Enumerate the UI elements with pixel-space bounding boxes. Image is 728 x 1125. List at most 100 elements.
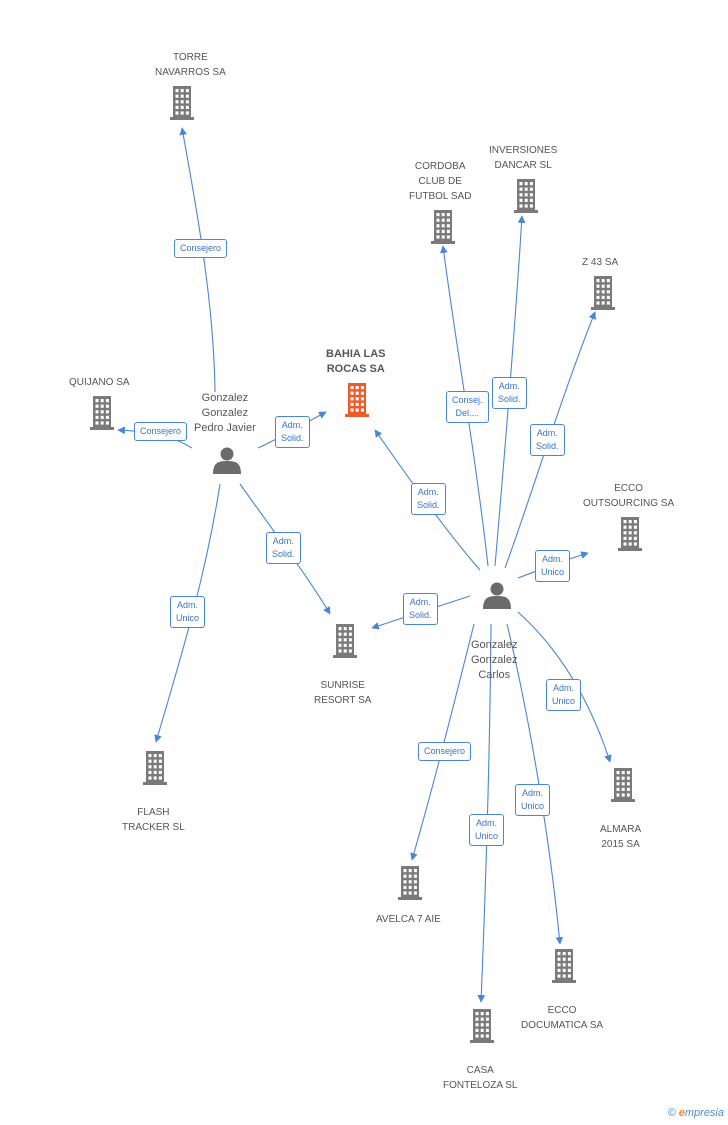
node-label-carlos-line: Carlos xyxy=(478,669,511,681)
building-icon-cordoba[interactable] xyxy=(431,210,455,244)
edge-label-line: Solid. xyxy=(498,394,521,404)
edge-label-pedro-bahia[interactable]: Adm. Solid. xyxy=(275,416,310,448)
person-icon-pedro[interactable] xyxy=(213,447,241,475)
building-icon-ecco_doc[interactable] xyxy=(552,949,576,983)
node-label-dancar-line: INVERSIONES xyxy=(489,145,558,156)
edge-label-pedro-quijano[interactable]: Consejero xyxy=(134,422,188,441)
edge-label-line: Consejero xyxy=(140,426,182,436)
edge-label-line: Adm. xyxy=(553,683,575,693)
node-label-ecco_doc: ECCO DOCUMATICA SA xyxy=(521,1003,603,1033)
edge-label-line: Adm. xyxy=(542,554,564,564)
edge-label-carlos-casa[interactable]: Adm. Unico xyxy=(469,814,505,846)
edge-label-line: Adm. xyxy=(281,420,303,430)
building-icon-almara[interactable] xyxy=(611,768,635,802)
brand-name: mpresia xyxy=(684,1107,724,1119)
building-icon-torre[interactable] xyxy=(170,86,194,120)
brand-initial: e xyxy=(678,1107,685,1119)
edge-label-line: Adm. xyxy=(177,600,199,610)
node-label-sunrise-line: RESORT SA xyxy=(314,695,372,706)
edge-label-line: Del.... xyxy=(455,408,480,418)
node-label-avelca: AVELCA 7 AIE xyxy=(376,912,441,927)
building-icon-avelca[interactable] xyxy=(398,866,422,900)
edge-label-carlos-ecco_out[interactable]: Adm. Unico xyxy=(535,550,571,582)
node-label-carlos-line: Gonzalez xyxy=(471,639,518,651)
node-label-carlos-line: Gonzalez xyxy=(471,654,518,666)
node-label-cordoba-line: CLUB DE xyxy=(418,176,462,187)
edge-label-line: Unico xyxy=(521,801,545,811)
building-icon-z43[interactable] xyxy=(591,276,615,310)
building-icon-dancar[interactable] xyxy=(514,179,538,213)
node-label-pedro-line: Gonzalez xyxy=(201,392,249,404)
edge-label-line: Adm. xyxy=(536,428,558,438)
building-icon-sunrise[interactable] xyxy=(333,624,357,658)
node-label-flash-line: TRACKER SL xyxy=(122,822,185,833)
node-label-bahia-line: BAHIA LAS xyxy=(326,348,386,360)
edge-label-carlos-z43[interactable]: Adm. Solid. xyxy=(530,424,565,456)
node-label-ecco_doc-line: ECCO xyxy=(547,1005,577,1016)
edge-label-line: Adm. xyxy=(409,597,431,607)
node-label-casa-line: CASA xyxy=(466,1065,494,1076)
node-label-ecco_doc-line: DOCUMATICA SA xyxy=(521,1020,604,1031)
building-icon-quijano[interactable] xyxy=(90,396,114,430)
edge-label-line: Solid. xyxy=(536,441,559,451)
node-label-almara-line: 2015 SA xyxy=(601,839,640,850)
edge-carlos-ecco_doc xyxy=(506,623,564,945)
copyright-symbol: © xyxy=(667,1107,676,1119)
edge-label-pedro-sunrise[interactable]: Adm. Solid. xyxy=(266,532,301,564)
building-icon-casa[interactable] xyxy=(470,1009,494,1043)
edge-label-line: Solid. xyxy=(281,433,304,443)
edge-label-carlos-sunrise[interactable]: Adm. Solid. xyxy=(403,593,438,625)
node-label-flash: FLASH TRACKER SL xyxy=(122,805,185,835)
edge-label-line: Unico xyxy=(541,567,565,577)
node-label-casa: CASA FONTELOZA SL xyxy=(443,1063,517,1093)
node-label-flash-line: FLASH xyxy=(137,807,170,818)
building-icon-ecco_out[interactable] xyxy=(618,517,642,551)
building-icon-bahia[interactable] xyxy=(345,383,369,417)
edge-label-line: Adm. xyxy=(417,487,439,497)
edge-label-line: Adm. xyxy=(272,536,294,546)
edge-label-carlos-avelca[interactable]: Consejero xyxy=(418,742,472,761)
edge-label-line: Consejero xyxy=(180,243,222,253)
edge-label-carlos-bahia[interactable]: Adm.Solid. xyxy=(411,483,446,515)
node-label-ecco_out-line: ECCO xyxy=(614,483,644,494)
edge-label-line: Solid. xyxy=(272,549,295,559)
edge-carlos-avelca xyxy=(410,623,475,861)
edge-label-carlos-dancar[interactable]: Adm. Solid. xyxy=(492,377,527,409)
edge-pedro-torre xyxy=(179,127,216,393)
edge-label-pedro-flash[interactable]: Adm.Unico xyxy=(170,596,206,628)
edge-label-line: Consej. xyxy=(452,395,483,405)
edge-label-line: Adm. xyxy=(476,818,498,828)
edge-label-line: Unico xyxy=(552,696,576,706)
edge-label-carlos-cordoba[interactable]: Consej. Del.... xyxy=(446,391,489,423)
edge-label-line: Unico xyxy=(475,831,499,841)
node-label-sunrise-line: SUNRISE xyxy=(320,680,365,691)
edge-label-carlos-ecco_doc[interactable]: Adm.Unico xyxy=(515,784,551,816)
edge-label-line: Adm. xyxy=(498,381,520,391)
node-label-avelca-line: AVELCA 7 AIE xyxy=(376,914,441,925)
edge-label-pedro-torre[interactable]: Consejero xyxy=(174,239,228,258)
node-label-ecco_out-line: OUTSOURCING SA xyxy=(583,498,675,509)
node-label-quijano-line: QUIJANO SA xyxy=(69,377,130,388)
building-icon-flash[interactable] xyxy=(143,751,167,785)
node-label-pedro-line: Pedro Javier xyxy=(194,422,256,434)
node-label-cordoba-line: CORDOBA xyxy=(414,161,466,172)
node-label-pedro-line: Gonzalez xyxy=(201,407,249,419)
node-label-torre-line: TORRE xyxy=(172,52,208,63)
node-label-z43-line: Z 43 SA xyxy=(582,257,619,268)
icons-layer xyxy=(90,86,642,1043)
footer-credit[interactable]: © empresia xyxy=(668,1107,724,1119)
edge-label-line: Solid. xyxy=(409,610,432,620)
edge-label-carlos-almara[interactable]: Adm. Unico xyxy=(546,679,582,711)
node-label-ecco_out: ECCO OUTSOURCING SA xyxy=(583,481,674,511)
node-label-casa-line: FONTELOZA SL xyxy=(443,1080,518,1091)
node-label-z43: Z 43 SA xyxy=(582,255,618,270)
person-icon-carlos[interactable] xyxy=(483,582,511,610)
